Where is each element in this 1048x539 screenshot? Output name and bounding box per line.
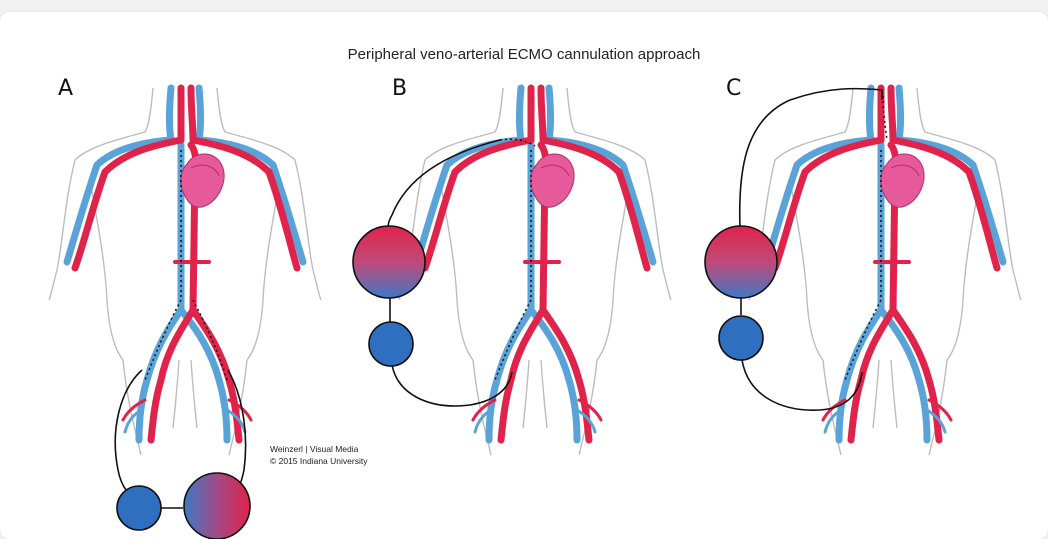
panel-b-pump: [369, 322, 413, 366]
panel-b-figure: [399, 88, 671, 455]
panel-a-oxygenator: [184, 473, 250, 539]
panel-a-figure: [49, 88, 321, 455]
panel-b-oxygenator: [353, 226, 425, 298]
panel-a-pump: [117, 486, 161, 530]
panel-c-figure: [749, 88, 1021, 455]
panel-c-oxygenator: [705, 226, 777, 298]
panel-c-pump: [719, 316, 763, 360]
